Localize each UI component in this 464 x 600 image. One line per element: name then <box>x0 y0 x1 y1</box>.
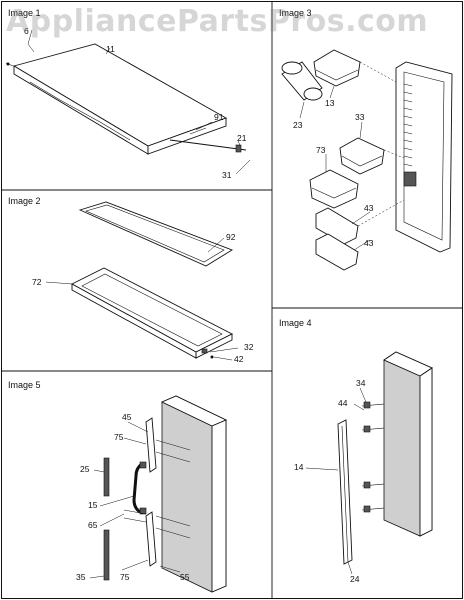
image5-title: Image 5 <box>8 380 41 390</box>
door-latch <box>403 171 417 187</box>
image5-callout-15: 15 <box>88 500 98 510</box>
image3-title: Image 3 <box>279 8 312 18</box>
bin-13 <box>313 49 361 87</box>
trim-75-upper <box>145 417 157 473</box>
shelf-rod <box>169 139 247 151</box>
image5-callout-55: 55 <box>180 572 190 582</box>
image3-callout-23: 23 <box>293 120 303 130</box>
door-ridges <box>403 83 413 167</box>
frame-outer <box>71 267 233 353</box>
image4-screws <box>361 401 385 513</box>
image2-title: Image 2 <box>8 196 41 206</box>
image5-panel: Image 5 45 75 25 <box>8 380 228 593</box>
watermark: AppliancePartsPros.com <box>6 4 429 39</box>
image4-callout-34: 34 <box>356 378 366 388</box>
image1-title: Image 1 <box>8 8 41 18</box>
bin-73 <box>309 169 359 209</box>
door-panel-5-side <box>211 419 227 593</box>
image1-callout-31: 31 <box>222 170 232 180</box>
image2-callout-42: 42 <box>234 354 244 364</box>
shelf-rail <box>29 81 131 141</box>
image2-panel: Image 2 92 72 32 42 <box>8 196 254 364</box>
image4-callout-44: 44 <box>338 398 348 408</box>
bin-33 <box>339 137 385 175</box>
door-panel-side <box>419 367 433 537</box>
image5-callout-75b: 75 <box>120 572 130 582</box>
trim-75-lower <box>145 511 157 567</box>
image1-callout-6: 6 <box>24 26 29 36</box>
trim-25 <box>103 457 110 497</box>
image1-callout-11: 11 <box>106 44 115 54</box>
handle-15 <box>132 462 143 514</box>
image1-callout-91: 91 <box>214 112 224 122</box>
image4-callout-24: 24 <box>350 574 360 584</box>
glass-inner <box>85 204 225 263</box>
bin-43-upper <box>315 207 359 245</box>
frame-inner <box>81 273 223 347</box>
glass-outer <box>78 201 234 267</box>
frame-front <box>71 283 197 359</box>
image5-callout-75a: 75 <box>114 432 124 442</box>
image4-panel: Image 4 34 44 14 24 <box>279 318 433 584</box>
image5-callout-45: 45 <box>122 412 132 422</box>
image4-callout-14: 14 <box>294 462 304 472</box>
image5-callout-65: 65 <box>88 520 98 530</box>
image3-callout-43a: 43 <box>364 203 374 213</box>
image2-callout-92: 92 <box>226 232 236 242</box>
image2-callout-32: 32 <box>244 342 254 352</box>
trim-35 <box>103 529 110 581</box>
image1-panel: Image 1 6 11 91 21 31 <box>5 8 251 180</box>
rod-end-cap <box>235 144 242 153</box>
image5-callout-35: 35 <box>76 572 86 582</box>
image5-callout-25: 25 <box>80 464 90 474</box>
image2-callout-72: 72 <box>32 277 42 287</box>
shelf-side <box>147 117 227 155</box>
image4-title: Image 4 <box>279 318 312 328</box>
image3-panel: Image 3 <box>279 8 453 271</box>
image3-callout-13: 13 <box>325 98 335 108</box>
image3-callout-33: 33 <box>355 112 365 122</box>
bin-43-lower <box>315 233 359 271</box>
image3-callout-43b: 43 <box>364 238 374 248</box>
image1-callout-21: 21 <box>237 133 247 143</box>
image5-screws <box>123 439 191 539</box>
image3-callout-73: 73 <box>316 145 326 155</box>
